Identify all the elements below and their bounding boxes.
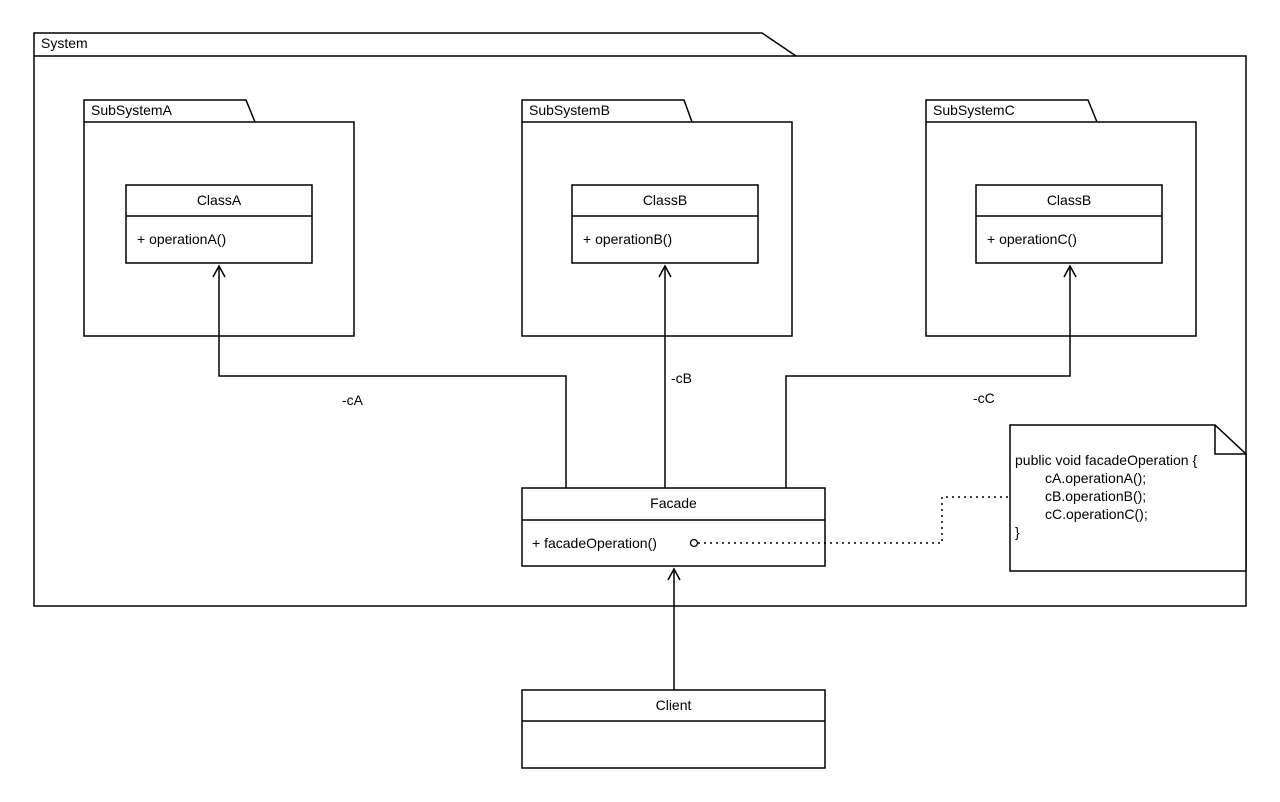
association-cb-label: -cB: [671, 370, 692, 386]
class-c-name: ClassB: [1046, 192, 1092, 208]
subsystem-b-package: [521, 99, 793, 337]
note-fold: [1214, 425, 1246, 455]
note-code-line-4: cC.operationC();: [1045, 506, 1148, 522]
client-class-box: [521, 689, 826, 769]
subsystem-a-label: SubSystemA: [91, 102, 172, 118]
facade-operation: + facadeOperation(): [532, 535, 657, 551]
association-cc-label: -cC: [973, 390, 995, 406]
class-c-operation: + operationC(): [987, 231, 1077, 247]
class-b-name: ClassB: [642, 192, 688, 208]
note-box: [1009, 424, 1247, 572]
association-cc-line: [785, 264, 1077, 488]
system-package-tab: [33, 32, 797, 57]
class-a-operation: + operationA(): [137, 231, 227, 247]
note-code-line-2: cA.operationA();: [1045, 470, 1147, 486]
note-anchor-circle: [689, 538, 699, 548]
note-code-line-1: public void facadeOperation {: [1015, 452, 1198, 468]
subsystem-c-label: SubSystemC: [933, 102, 1015, 118]
facade-class-name: Facade: [650, 495, 697, 511]
subsystem-c-package: [925, 99, 1197, 337]
client-class-name: Client: [655, 697, 692, 713]
subsystem-b-label: SubSystemB: [529, 102, 610, 118]
association-ca-line: [212, 264, 567, 488]
facade-class-box: [521, 487, 826, 567]
note-code-line-3: cB.operationB();: [1045, 488, 1147, 504]
note-anchor-line: [698, 496, 1010, 544]
association-ca-label: -cA: [342, 392, 363, 408]
class-b-box: [571, 184, 759, 264]
class-b-operation: + operationB(): [583, 231, 673, 247]
class-a-name: ClassA: [196, 192, 242, 208]
system-package-label: System: [41, 35, 88, 51]
class-c-box: [975, 184, 1163, 264]
class-a-box: [125, 184, 313, 264]
note-code-line-5: }: [1015, 524, 1020, 540]
